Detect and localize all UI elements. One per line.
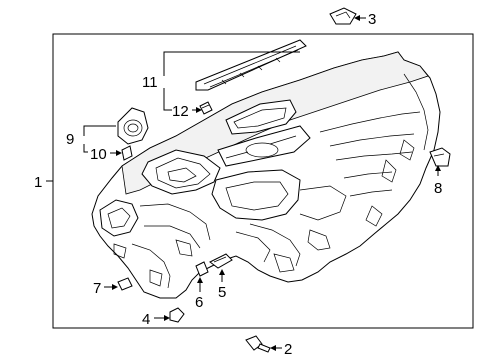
bracket-part-10 [121,145,133,161]
upper-trim-panel [195,39,307,91]
nut-part-4 [169,307,185,323]
clip-part-3 [329,7,357,25]
screw-part-2 [245,335,271,353]
callout-7: 7 [93,280,101,297]
leader-lines [46,15,441,351]
bracket-part-7 [117,277,133,291]
callout-3: 3 [368,11,376,28]
clip-part-6 [195,261,209,277]
callout-1: 1 [34,174,42,191]
instrument-panel-drawing [91,51,441,299]
callout-5: 5 [218,284,226,301]
callout-10: 10 [90,146,107,163]
bracket-part-8 [429,147,451,167]
clip-part-12 [199,101,213,115]
callout-9: 9 [66,131,74,148]
callout-2: 2 [284,341,292,358]
callout-4: 4 [142,311,150,328]
callout-12: 12 [172,103,189,120]
callout-6: 6 [195,294,203,311]
bracket-part-5 [209,253,233,269]
callout-11: 11 [142,74,158,91]
side-vent-part-9 [117,107,149,145]
callout-8: 8 [434,180,442,197]
